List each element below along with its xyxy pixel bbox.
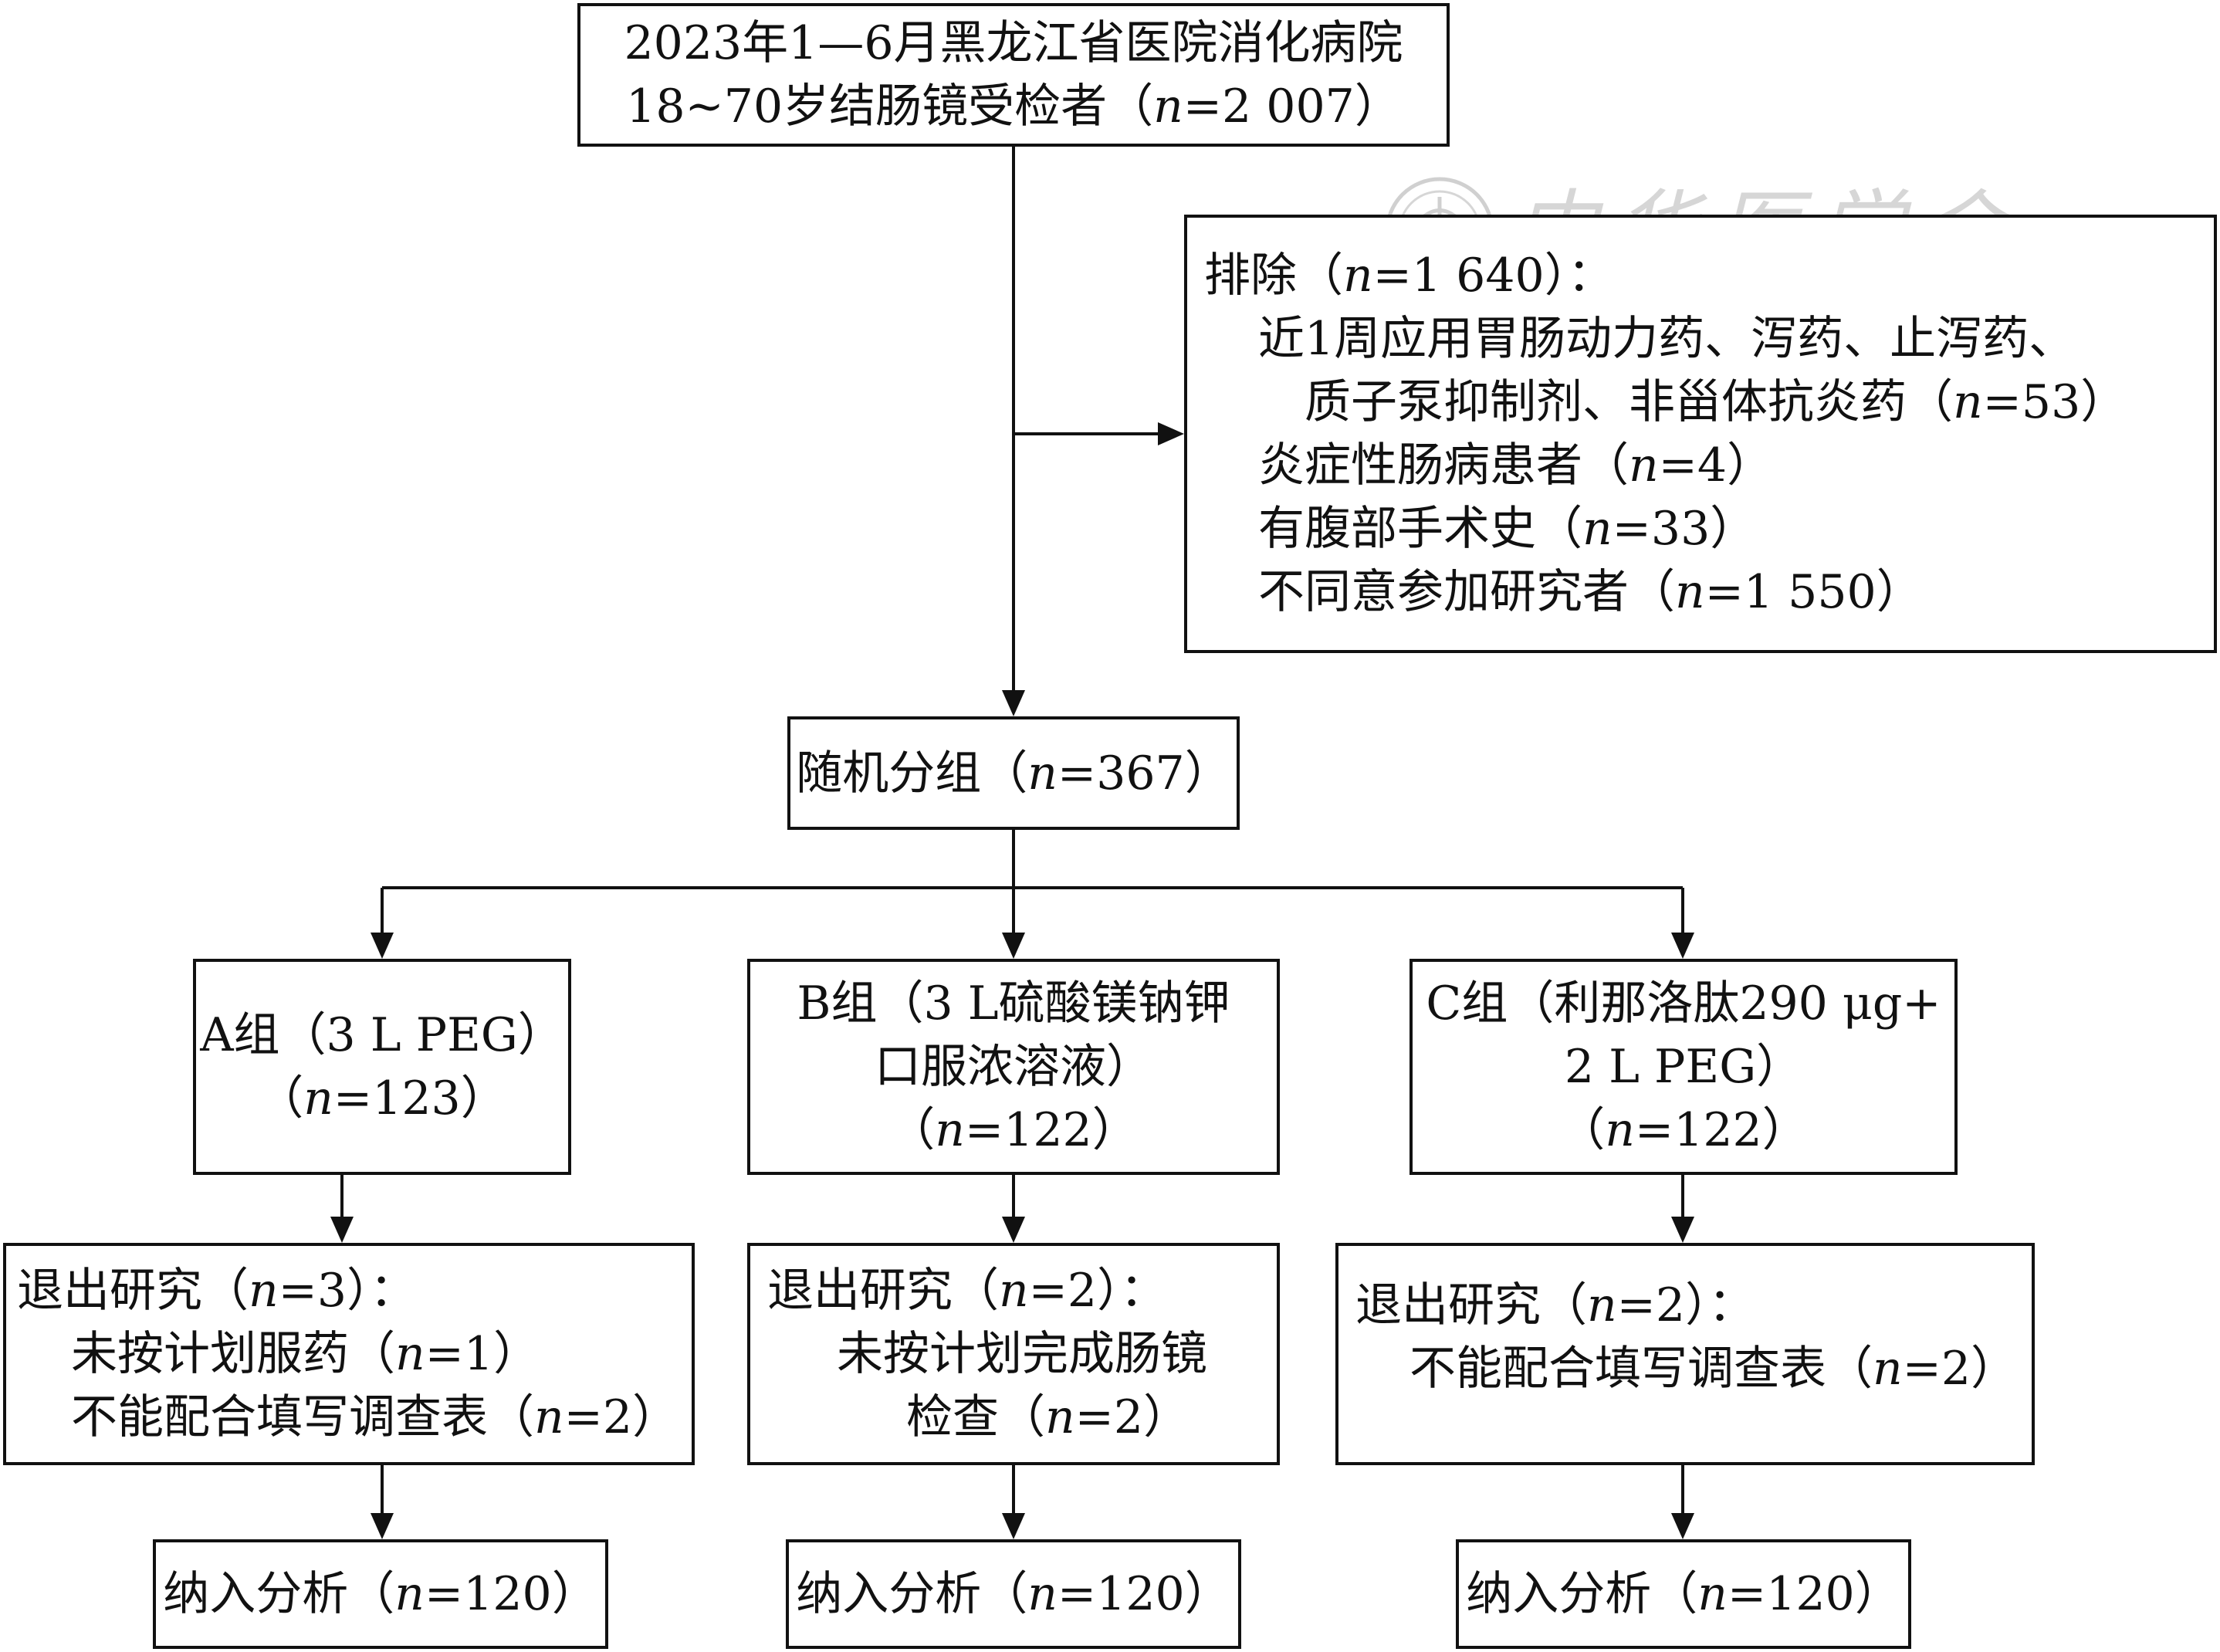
exclusion-item-3: 有腹部手术史（n=33） bbox=[1258, 502, 1757, 556]
withdrawal-c-heading: 退出研究（n=2）： bbox=[1355, 1278, 1755, 1332]
source-population-line2: 18~70岁结肠镜受检者（n=2 007） bbox=[626, 80, 1401, 134]
group-b-label-line2: 口服浓溶液） bbox=[875, 1040, 1152, 1094]
group-a-box: A组（3 L PEG） （n=123） bbox=[193, 959, 571, 1175]
withdrawal-b-reason-1: 未按计划完成肠镜 bbox=[837, 1327, 1207, 1381]
analysis-c-box: 纳入分析（n=120） bbox=[1456, 1539, 1911, 1649]
source-population-box: 2023年1—6月黑龙江省医院消化病院 18~70岁结肠镜受检者（n=2 007… bbox=[577, 3, 1450, 147]
group-b-box: B组（3 L硫酸镁钠钾 口服浓溶液） （n=122） bbox=[747, 959, 1280, 1175]
withdrawal-b-reason-2: 检查（n=2） bbox=[906, 1390, 1190, 1444]
group-c-label-line1: C组（利那洛肽290 μg+ bbox=[1426, 977, 1941, 1031]
withdrawal-c-reason-1: 不能配合填写调查表（n=2） bbox=[1409, 1342, 2018, 1396]
analysis-a-label: 纳入分析（n=120） bbox=[163, 1567, 598, 1621]
group-c-box: C组（利那洛肽290 μg+ 2 L PEG） （n=122） bbox=[1409, 959, 1958, 1175]
arrowhead-exclusion bbox=[1158, 422, 1184, 445]
group-c-count: （n=122） bbox=[1558, 1103, 1809, 1157]
analysis-c-label: 纳入分析（n=120） bbox=[1466, 1567, 1901, 1621]
exclusion-item-2: 炎症性肠病患者（n=4） bbox=[1258, 438, 1774, 493]
group-b-label-line1: B组（3 L硫酸镁钠钾 bbox=[797, 977, 1230, 1031]
withdrawal-b-heading: 退出研究（n=2）： bbox=[767, 1264, 1167, 1318]
arrowhead-analysis-a bbox=[371, 1513, 394, 1539]
group-b-count: （n=122） bbox=[888, 1103, 1139, 1157]
arrowhead-analysis-b bbox=[1002, 1513, 1025, 1539]
arrowhead-withdraw-b bbox=[1002, 1217, 1025, 1243]
arrowhead-group-b bbox=[1002, 933, 1025, 959]
exclusion-item-1-line1: 近1周应用胃肠动力药、泻药、止泻药、 bbox=[1258, 312, 2076, 366]
group-c-label-line2: 2 L PEG） bbox=[1564, 1040, 1803, 1094]
withdrawal-c-box: 退出研究（n=2）： 不能配合填写调查表（n=2） bbox=[1335, 1243, 2035, 1465]
arrowhead-random bbox=[1002, 690, 1025, 716]
exclusion-item-1-line2: 质子泵抑制剂、非甾体抗炎药（n=53） bbox=[1305, 375, 2127, 429]
arrowhead-group-a bbox=[371, 933, 394, 959]
withdrawal-a-reason-1: 未按计划服药（n=1） bbox=[71, 1327, 540, 1381]
withdrawal-b-box: 退出研究（n=2）： 未按计划完成肠镜 检查（n=2） bbox=[747, 1243, 1280, 1465]
arrowhead-withdraw-c bbox=[1671, 1217, 1694, 1243]
withdrawal-a-reason-2: 不能配合填写调查表（n=2） bbox=[71, 1390, 679, 1444]
exclusion-item-4: 不同意参加研究者（n=1 550） bbox=[1258, 565, 1923, 619]
arrowhead-withdraw-a bbox=[330, 1217, 354, 1243]
analysis-b-label: 纳入分析（n=120） bbox=[796, 1567, 1231, 1621]
randomization-label: 随机分组（n=367） bbox=[796, 746, 1231, 801]
exclusion-box: 排除（n=1 640）： 近1周应用胃肠动力药、泻药、止泻药、 质子泵抑制剂、非… bbox=[1184, 215, 2217, 653]
randomization-box: 随机分组（n=367） bbox=[787, 716, 1240, 830]
group-a-count: （n=123） bbox=[257, 1071, 507, 1126]
analysis-a-box: 纳入分析（n=120） bbox=[153, 1539, 608, 1649]
withdrawal-a-heading: 退出研究（n=3）： bbox=[17, 1264, 417, 1318]
analysis-b-box: 纳入分析（n=120） bbox=[786, 1539, 1241, 1649]
group-a-label: A组（3 L PEG） bbox=[200, 1008, 564, 1062]
exclusion-heading: 排除（n=1 640）： bbox=[1204, 249, 1614, 303]
source-population-line1: 2023年1—6月黑龙江省医院消化病院 bbox=[624, 16, 1403, 70]
arrowhead-analysis-c bbox=[1671, 1513, 1694, 1539]
withdrawal-a-box: 退出研究（n=3）： 未按计划服药（n=1） 不能配合填写调查表（n=2） bbox=[3, 1243, 695, 1465]
arrowhead-group-c bbox=[1671, 933, 1694, 959]
